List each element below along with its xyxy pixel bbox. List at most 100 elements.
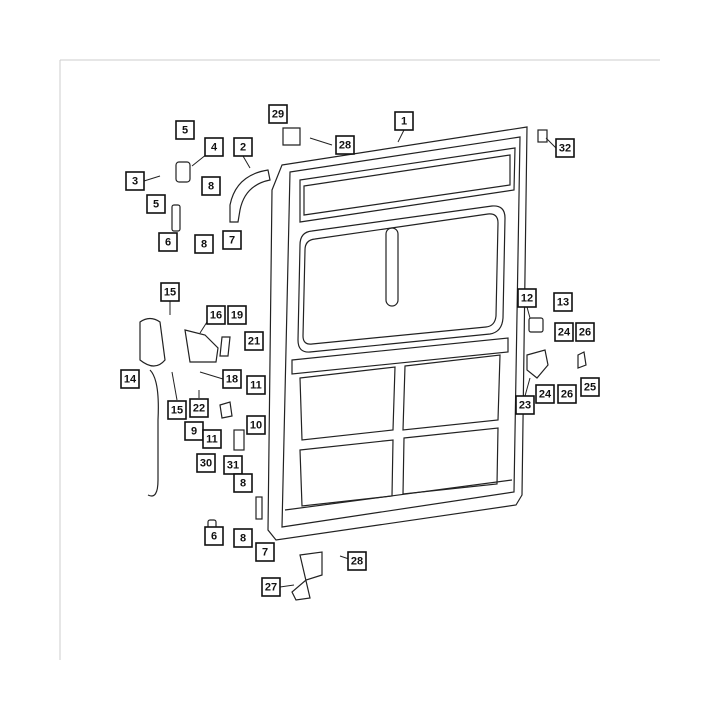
callout-number: 26 [561,389,573,401]
striker-part-25 [577,351,587,369]
callout-box [535,384,555,404]
callout-24: 10 [246,415,266,435]
callout-number: 15 [164,287,176,299]
callout-number: 26 [579,327,591,339]
callout-number: 25 [584,382,596,394]
callout-box [146,194,166,214]
callout-box [222,369,242,389]
callout-box [227,305,247,325]
callout-number: 19 [231,310,243,322]
callout-number: 10 [250,420,262,432]
callout-number: 28 [339,140,351,152]
callout-23: 11 [246,375,266,395]
callout-box [515,395,535,415]
callout-box [120,369,140,389]
callout-9: 8 [194,234,214,254]
callout-number: 11 [250,380,262,392]
callout-12: 32 [555,138,575,158]
callout-box [204,526,224,546]
callout-31: 28 [347,551,367,571]
callout-box [175,120,195,140]
hinge-trim-part [229,169,271,223]
callout-box [557,384,577,404]
callout-14: 16 [206,305,226,325]
latch-part-23 [526,349,549,379]
callout-number: 28 [351,556,363,568]
callout-17: 14 [120,369,140,389]
callout-number: 27 [265,582,277,594]
callout-box [517,288,537,308]
callout-box [158,232,178,252]
callout-32: 27 [261,577,281,597]
link-part-19 [219,336,231,357]
callout-box [167,400,187,420]
callout-8: 8 [201,176,221,196]
callout-25: 30 [196,453,216,473]
callout-box [246,415,266,435]
callout-29: 8 [233,528,253,548]
part-30 [233,429,245,451]
callout-number: 8 [240,478,246,490]
callout-number: 16 [210,310,222,322]
callout-number: 30 [200,458,212,470]
hinge-part [175,161,191,183]
callout-3: 4 [204,137,224,157]
callout-number: 18 [226,374,238,386]
check-part-29 [282,127,301,146]
callout-number: 11 [206,434,218,446]
callout-box [335,135,355,155]
callout-number: 24 [539,389,552,401]
callout-number: 8 [208,181,214,193]
callout-5: 5 [146,194,166,214]
callout-20: 22 [189,398,209,418]
callout-7: 7 [222,230,242,250]
callout-number: 1 [401,116,407,128]
callout-box [233,137,253,157]
callout-number: 5 [153,199,159,211]
callout-number: 4 [211,142,218,154]
callout-26: 31 [223,455,243,475]
callout-box [554,322,574,342]
lower-hinge-part-27 [291,551,323,601]
lower-hinge-part [255,496,263,520]
callout-box [580,377,600,397]
callout-0: 1 [394,111,414,131]
callout-box [255,542,275,562]
callout-number: 29 [272,109,284,121]
callout-11: 28 [335,135,355,155]
callout-number: 7 [262,547,268,559]
callout-number: 3 [132,176,138,188]
callout-box [160,282,180,302]
callout-6: 6 [158,232,178,252]
callout-22: 11 [202,429,222,449]
callout-number: 9 [191,426,197,438]
callout-16: 21 [244,331,264,351]
rear-door-panel [267,126,528,541]
hinge-cover-part [171,204,181,232]
callout-box [202,429,222,449]
callout-10: 29 [268,104,288,124]
callout-box [233,473,253,493]
callout-1: 2 [233,137,253,157]
callout-box [125,171,145,191]
callout-number: 31 [227,460,239,472]
callout-number: 5 [182,125,188,137]
callout-box [206,305,226,325]
callout-box [575,322,595,342]
callout-number: 6 [211,531,217,543]
small-parts [139,127,587,601]
clip-part-32 [537,129,548,143]
callout-number: 7 [229,235,235,247]
part-9 [219,401,233,419]
callout-number: 15 [171,405,183,417]
callout-36: 26 [575,322,595,342]
callout-15: 19 [227,305,247,325]
callout-box [204,137,224,157]
callout-27: 8 [233,473,253,493]
callout-4: 5 [175,120,195,140]
callout-37: 25 [580,377,600,397]
callout-box [553,292,573,312]
callout-box [268,104,288,124]
